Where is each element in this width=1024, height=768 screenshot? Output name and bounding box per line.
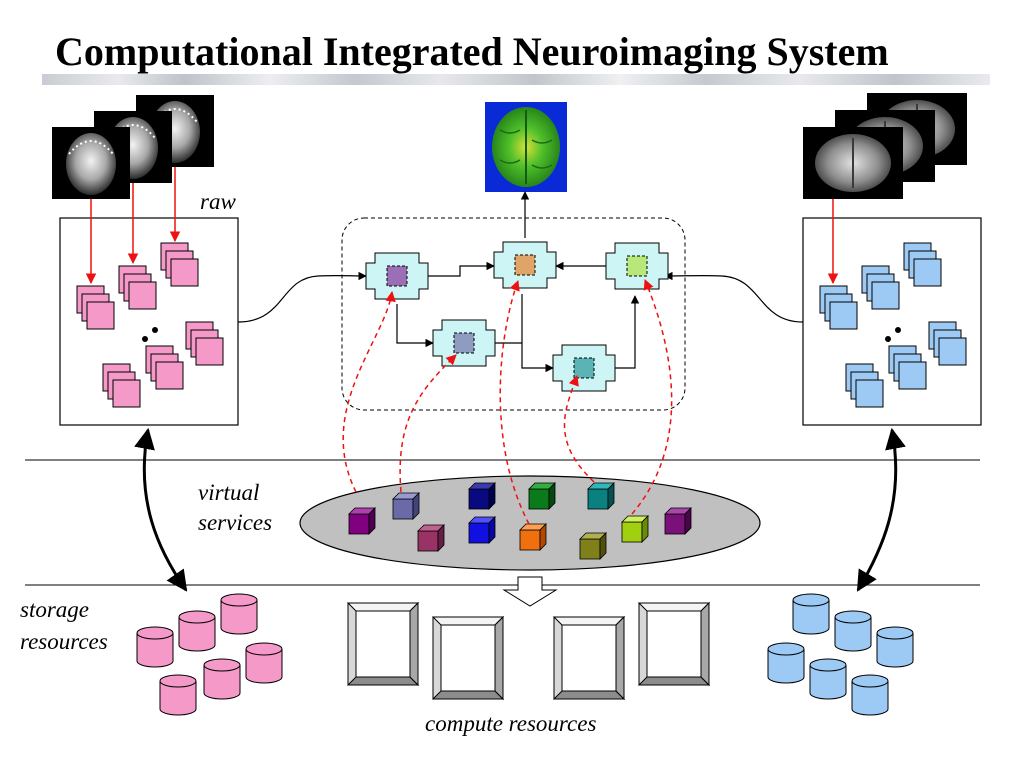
left-storage-link-arrow bbox=[134, 427, 188, 592]
eeg-file-stack bbox=[102, 363, 141, 408]
eeg-file-stack bbox=[145, 345, 184, 390]
service-cube-orange bbox=[519, 523, 547, 551]
eeg-file-stack bbox=[185, 321, 224, 366]
eeg-file-stack bbox=[76, 285, 115, 330]
mri-file-stack bbox=[888, 345, 927, 390]
storage-cylinder bbox=[178, 610, 216, 652]
eeg-file-stack bbox=[118, 265, 157, 310]
service-cube-navy bbox=[468, 482, 496, 510]
service-cube-olive bbox=[579, 532, 607, 560]
storage-cylinder bbox=[159, 674, 197, 716]
raw-eeg-file-stacks bbox=[76, 242, 224, 408]
brain-render-image bbox=[485, 102, 567, 192]
storage-cylinders-pink bbox=[136, 593, 283, 716]
virtual-services-label-line1: virtual bbox=[198, 480, 260, 505]
compute-resources-label: compute resources bbox=[425, 711, 597, 736]
mri-to-workflow-link bbox=[664, 271, 804, 323]
storage-cylinder bbox=[792, 593, 830, 635]
eeg-photo-1 bbox=[52, 127, 130, 199]
mri-file-stack bbox=[819, 285, 858, 330]
ellipsis-dots-right bbox=[885, 327, 901, 342]
service-cube-teal bbox=[587, 482, 615, 510]
storage-resources-label-line2: resources bbox=[20, 629, 108, 654]
right-storage-link-arrow bbox=[856, 427, 906, 592]
service-cube-maroon bbox=[417, 524, 445, 552]
compute-monitor-1 bbox=[346, 601, 420, 687]
compute-monitor-3 bbox=[552, 615, 626, 701]
workflow-node-4 bbox=[432, 319, 496, 367]
raw-label: raw bbox=[200, 189, 236, 214]
mri-file-stack bbox=[845, 363, 884, 408]
mri-file-stack bbox=[861, 265, 900, 310]
mri-file-stack bbox=[928, 321, 967, 366]
service-cube-violet bbox=[664, 507, 692, 535]
eeg-file-stack bbox=[160, 242, 199, 287]
compute-monitors bbox=[346, 601, 711, 701]
storage-cylinder bbox=[851, 674, 889, 716]
workflow-node-5 bbox=[552, 344, 616, 392]
compute-hollow-arrow bbox=[502, 576, 558, 607]
compute-monitor-4 bbox=[637, 601, 711, 687]
storage-cylinders-blue bbox=[767, 593, 914, 716]
workflow-node-3 bbox=[605, 242, 669, 290]
storage-cylinder bbox=[809, 658, 847, 700]
ellipsis-dots-left bbox=[142, 327, 158, 342]
service-cube-blue bbox=[468, 516, 496, 544]
service-cubes bbox=[348, 482, 692, 560]
service-cube-green bbox=[528, 482, 556, 510]
raw-mri-file-stacks bbox=[819, 242, 967, 408]
service-cube-purple bbox=[348, 507, 376, 535]
title-underline-bar bbox=[42, 74, 990, 85]
slide-title: Computational Integrated Neuroimaging Sy… bbox=[55, 29, 889, 74]
storage-cylinder bbox=[245, 642, 283, 684]
mri-image-stack bbox=[803, 93, 967, 199]
storage-cylinder bbox=[220, 593, 258, 635]
mri-slice-1 bbox=[803, 127, 903, 199]
compute-monitor-2 bbox=[431, 615, 505, 701]
storage-cylinder bbox=[136, 626, 174, 668]
eeg-photo-stack bbox=[52, 95, 214, 199]
workflow-node-1 bbox=[365, 252, 429, 300]
workflow-nodes bbox=[365, 241, 669, 392]
storage-cylinder bbox=[203, 658, 241, 700]
workflow-node-2 bbox=[493, 241, 557, 289]
storage-resources-label-line1: storage bbox=[20, 597, 89, 622]
eeg-to-workflow-link bbox=[237, 271, 367, 323]
storage-cylinder bbox=[767, 642, 805, 684]
service-cube-lime bbox=[621, 515, 649, 543]
virtual-services-label-line2: services bbox=[198, 510, 273, 535]
service-mapping-links bbox=[342, 279, 673, 525]
storage-cylinder bbox=[876, 626, 914, 668]
workflow-box bbox=[341, 217, 686, 411]
storage-cylinder bbox=[834, 610, 872, 652]
mri-file-stack bbox=[903, 242, 942, 287]
eeg-arrows bbox=[85, 167, 181, 285]
service-cube-slate bbox=[392, 492, 420, 520]
